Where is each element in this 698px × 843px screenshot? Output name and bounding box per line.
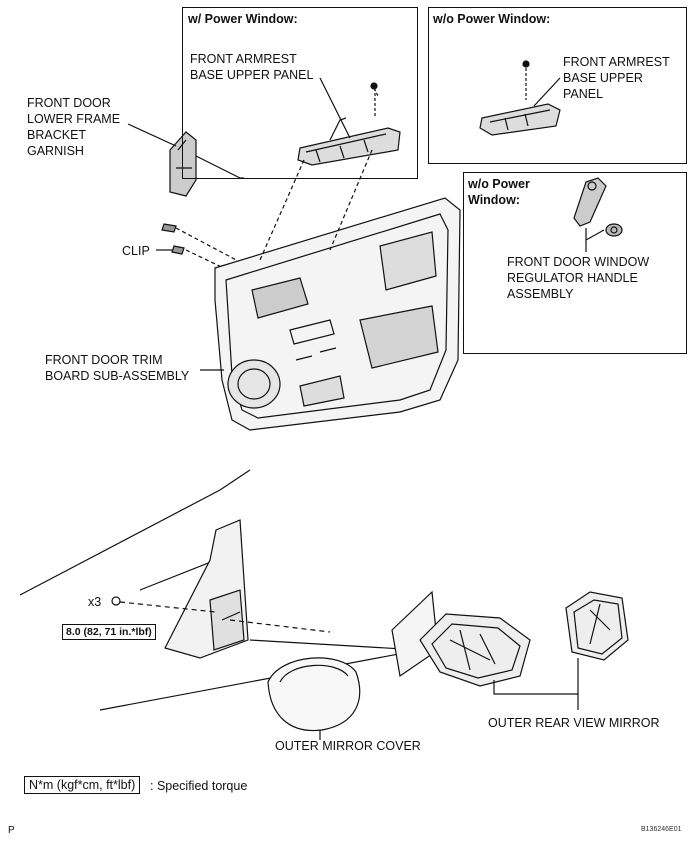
- door-trim-board: [214, 197, 461, 431]
- legend-torque-unit: N*m (kgf*cm, ft*lbf): [24, 776, 141, 794]
- bolt-quantity-label: x3: [88, 595, 102, 609]
- callout-title-regulator-handle: w/o Power Window:: [468, 177, 530, 207]
- leader-garnish: [127, 123, 177, 147]
- rear-view-mirror-label: OUTER REAR VIEW MIRROR: [488, 716, 660, 730]
- callout-box-power-window: [182, 7, 418, 179]
- callout-title-no-power-window-armrest: w/o Power Window:: [433, 12, 551, 26]
- clip-label: CLIP: [122, 244, 150, 258]
- armrest-panel-no-power-window: [479, 60, 561, 136]
- leader-regulator-handle: [585, 228, 605, 252]
- trim-board-label: FRONT DOOR TRIM BOARD SUB-ASSEMBLY: [45, 353, 190, 383]
- mirror-glass: [565, 591, 629, 661]
- leader-rear-view-mirror: [493, 658, 579, 710]
- lower-frame-garnish: [169, 131, 197, 197]
- figure-code: B136246E01: [641, 826, 682, 833]
- garnish-label: FRONT DOOR LOWER FRAME BRACKET GARNISH: [27, 96, 121, 158]
- leader-armrest-no-power-window: [533, 77, 561, 107]
- armrest-label-power-window: FRONT ARMREST BASE UPPER PANEL: [190, 52, 314, 82]
- armrest-install-guides: [259, 149, 373, 261]
- torque-spec-badge: 8.0 (82, 71 in.*lbf): [62, 624, 156, 640]
- armrest-panel-power-window: [297, 82, 401, 166]
- legend-description: : Specified torque: [150, 779, 248, 793]
- bolt-guide-lines: [119, 601, 331, 633]
- callout-box-no-power-window-armrest: [428, 7, 687, 164]
- outer-mirror-assembly: [419, 613, 531, 687]
- door-pillar-frame: [19, 469, 421, 711]
- footer-left-mark: P: [8, 825, 15, 836]
- bolt-symbol: [111, 596, 121, 606]
- mirror-cover-label: OUTER MIRROR COVER: [275, 739, 421, 753]
- regulator-handle: [573, 177, 623, 237]
- clip-parts: [161, 223, 185, 255]
- armrest-label-no-power-window: FRONT ARMREST BASE UPPER PANEL: [563, 55, 670, 101]
- callout-box-regulator-handle: [463, 172, 687, 354]
- callout-title-power-window: w/ Power Window:: [188, 12, 298, 26]
- leader-armrest-power-window: [319, 77, 351, 139]
- mirror-cover-shape: [267, 657, 361, 732]
- regulator-handle-label: FRONT DOOR WINDOW REGULATOR HANDLE ASSEM…: [507, 255, 650, 301]
